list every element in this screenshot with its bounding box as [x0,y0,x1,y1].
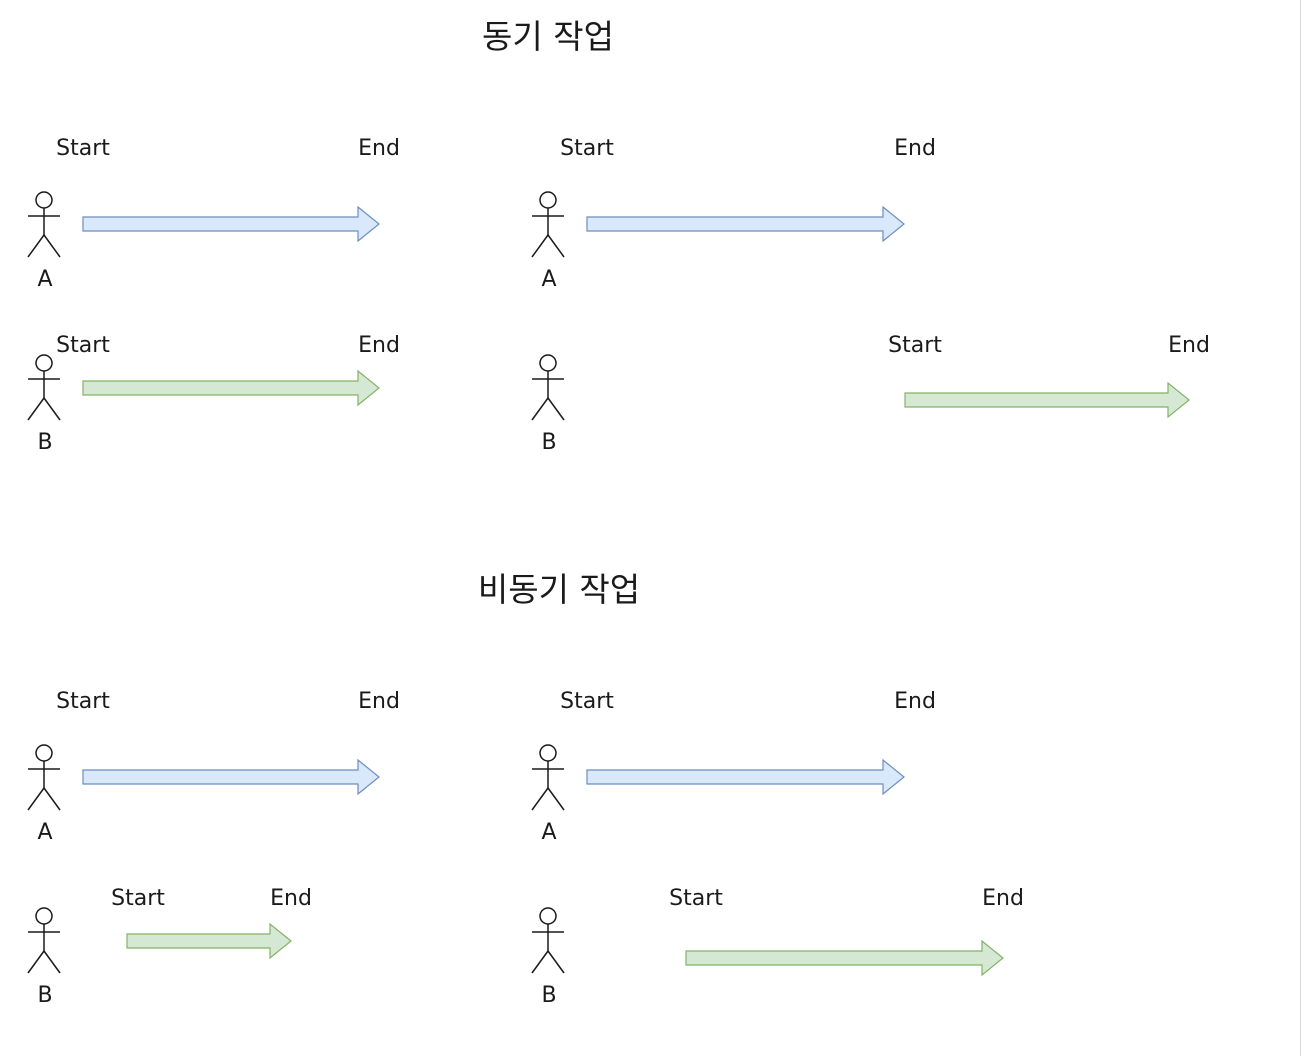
async-right-a-end-label: End [894,689,936,714]
sync-left-a-start-label: Start [56,136,110,161]
async-right-a-task-arrow [586,758,905,796]
sync-left-a-task-arrow [82,205,380,243]
async-right-b-end-label: End [982,886,1024,911]
async-left-a-task-arrow [82,758,380,796]
actor-icon [27,191,61,258]
actor-icon [27,907,61,974]
async-right-b-start-label: Start [669,886,723,911]
async-right-b-actor-label: B [541,983,556,1008]
sync-right-a-end-label: End [894,136,936,161]
sync-title: 동기 작업 [482,17,614,56]
async-left-b-end-label: End [270,886,312,911]
actor-icon [27,744,61,811]
sync-right-a-actor-label: A [541,267,556,292]
sync-left-a-end-label: End [358,136,400,161]
async-title: 비동기 작업 [478,570,640,609]
actor-icon [531,744,565,811]
async-right-a-start-label: Start [560,689,614,714]
sync-left-b-end-label: End [358,333,400,358]
actor-icon [531,907,565,974]
canvas-right-border [1300,0,1301,1056]
async-left-b-task-arrow [126,922,292,960]
sync-right-b-start-label: Start [888,333,942,358]
sync-left-b-start-label: Start [56,333,110,358]
sync-right-a-task-arrow [586,205,905,243]
async-left-a-start-label: Start [56,689,110,714]
async-left-a-end-label: End [358,689,400,714]
sync-right-b-actor-label: B [541,430,556,455]
async-left-b-actor-label: B [37,983,52,1008]
actor-icon [531,191,565,258]
async-right-b-task-arrow [685,939,1004,977]
async-right-a-actor-label: A [541,820,556,845]
async-left-b-start-label: Start [111,886,165,911]
sync-right-a-start-label: Start [560,136,614,161]
sync-left-b-actor-label: B [37,430,52,455]
sync-left-a-actor-label: A [37,267,52,292]
sync-right-b-task-arrow [904,381,1190,419]
actor-icon [531,354,565,421]
sync-right-b-end-label: End [1168,333,1210,358]
async-left-a-actor-label: A [37,820,52,845]
sync-left-b-task-arrow [82,369,380,407]
actor-icon [27,354,61,421]
